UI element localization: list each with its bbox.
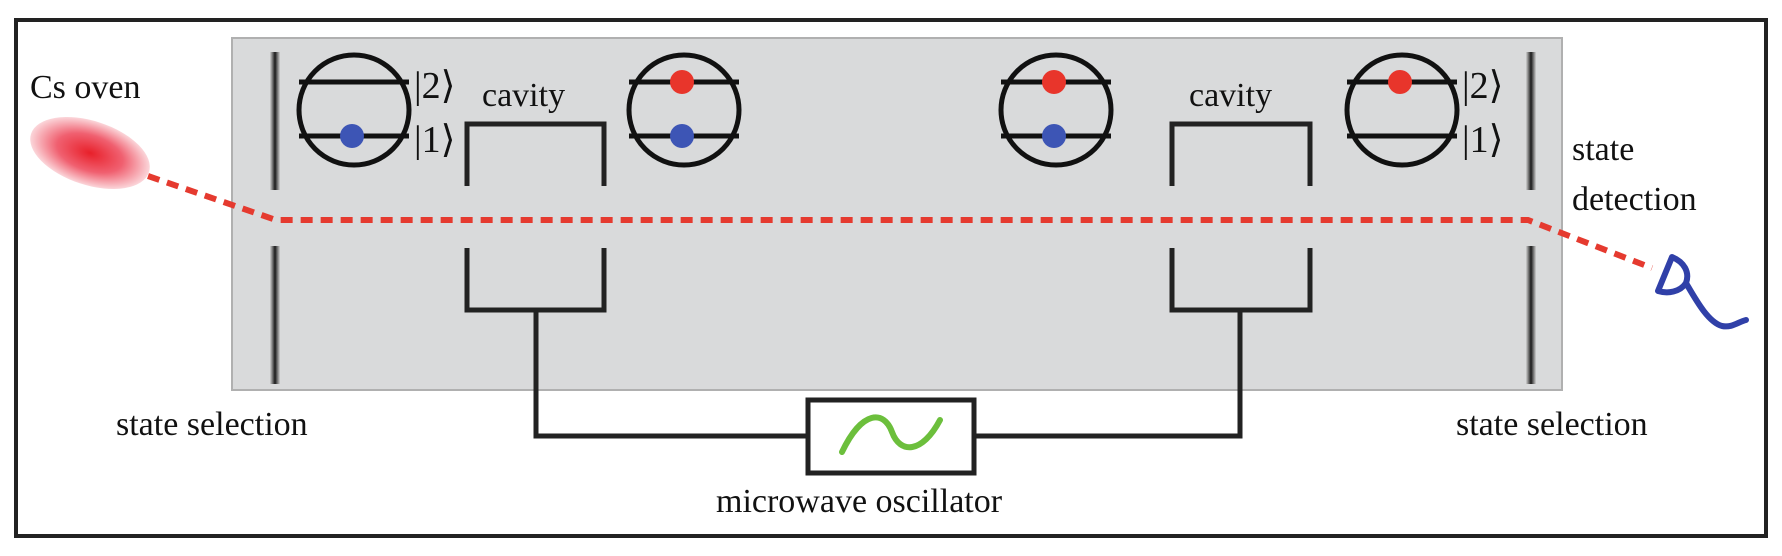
waveguide-right [974,310,1243,439]
level-diagram-4 [1344,52,1460,168]
ket-lower-right: |1⟩ [1462,119,1503,161]
excited-state-atom [670,70,694,94]
ket-upper-left: |2⟩ [414,65,455,107]
state-detection-label-line1: state [1572,131,1634,168]
cavity-right-label: cavity [1189,77,1272,114]
vacuum-chamber [231,37,1563,391]
cavity-left-label: cavity [482,77,565,114]
detector-icon [1655,254,1749,330]
ground-state-atom [340,124,364,148]
level-diagram-2 [626,52,742,168]
state-selection-right-label: state selection [1456,406,1648,443]
excited-state-atom [1388,70,1412,94]
ground-state-atom [670,124,694,148]
level-diagram-1 [296,52,412,168]
sine-wave-icon [839,414,943,455]
waveguide-left [533,310,808,439]
level-diagram-3 [998,52,1114,168]
state-detection-label-line2: detection [1572,181,1697,218]
cs-oven-label: Cs oven [30,69,141,106]
state-selection-plates-left [270,52,280,384]
ket-lower-left: |1⟩ [414,119,455,161]
state-selection-plates-right [1526,52,1536,384]
excited-state-atom [1042,70,1066,94]
ground-state-atom [1042,124,1066,148]
atomic-beam [147,173,1654,271]
microwave-oscillator-label: microwave oscillator [716,483,1003,520]
state-selection-left-label: state selection [116,406,308,443]
oven-blob-icon [30,117,150,189]
ket-upper-right: |2⟩ [1462,65,1503,107]
